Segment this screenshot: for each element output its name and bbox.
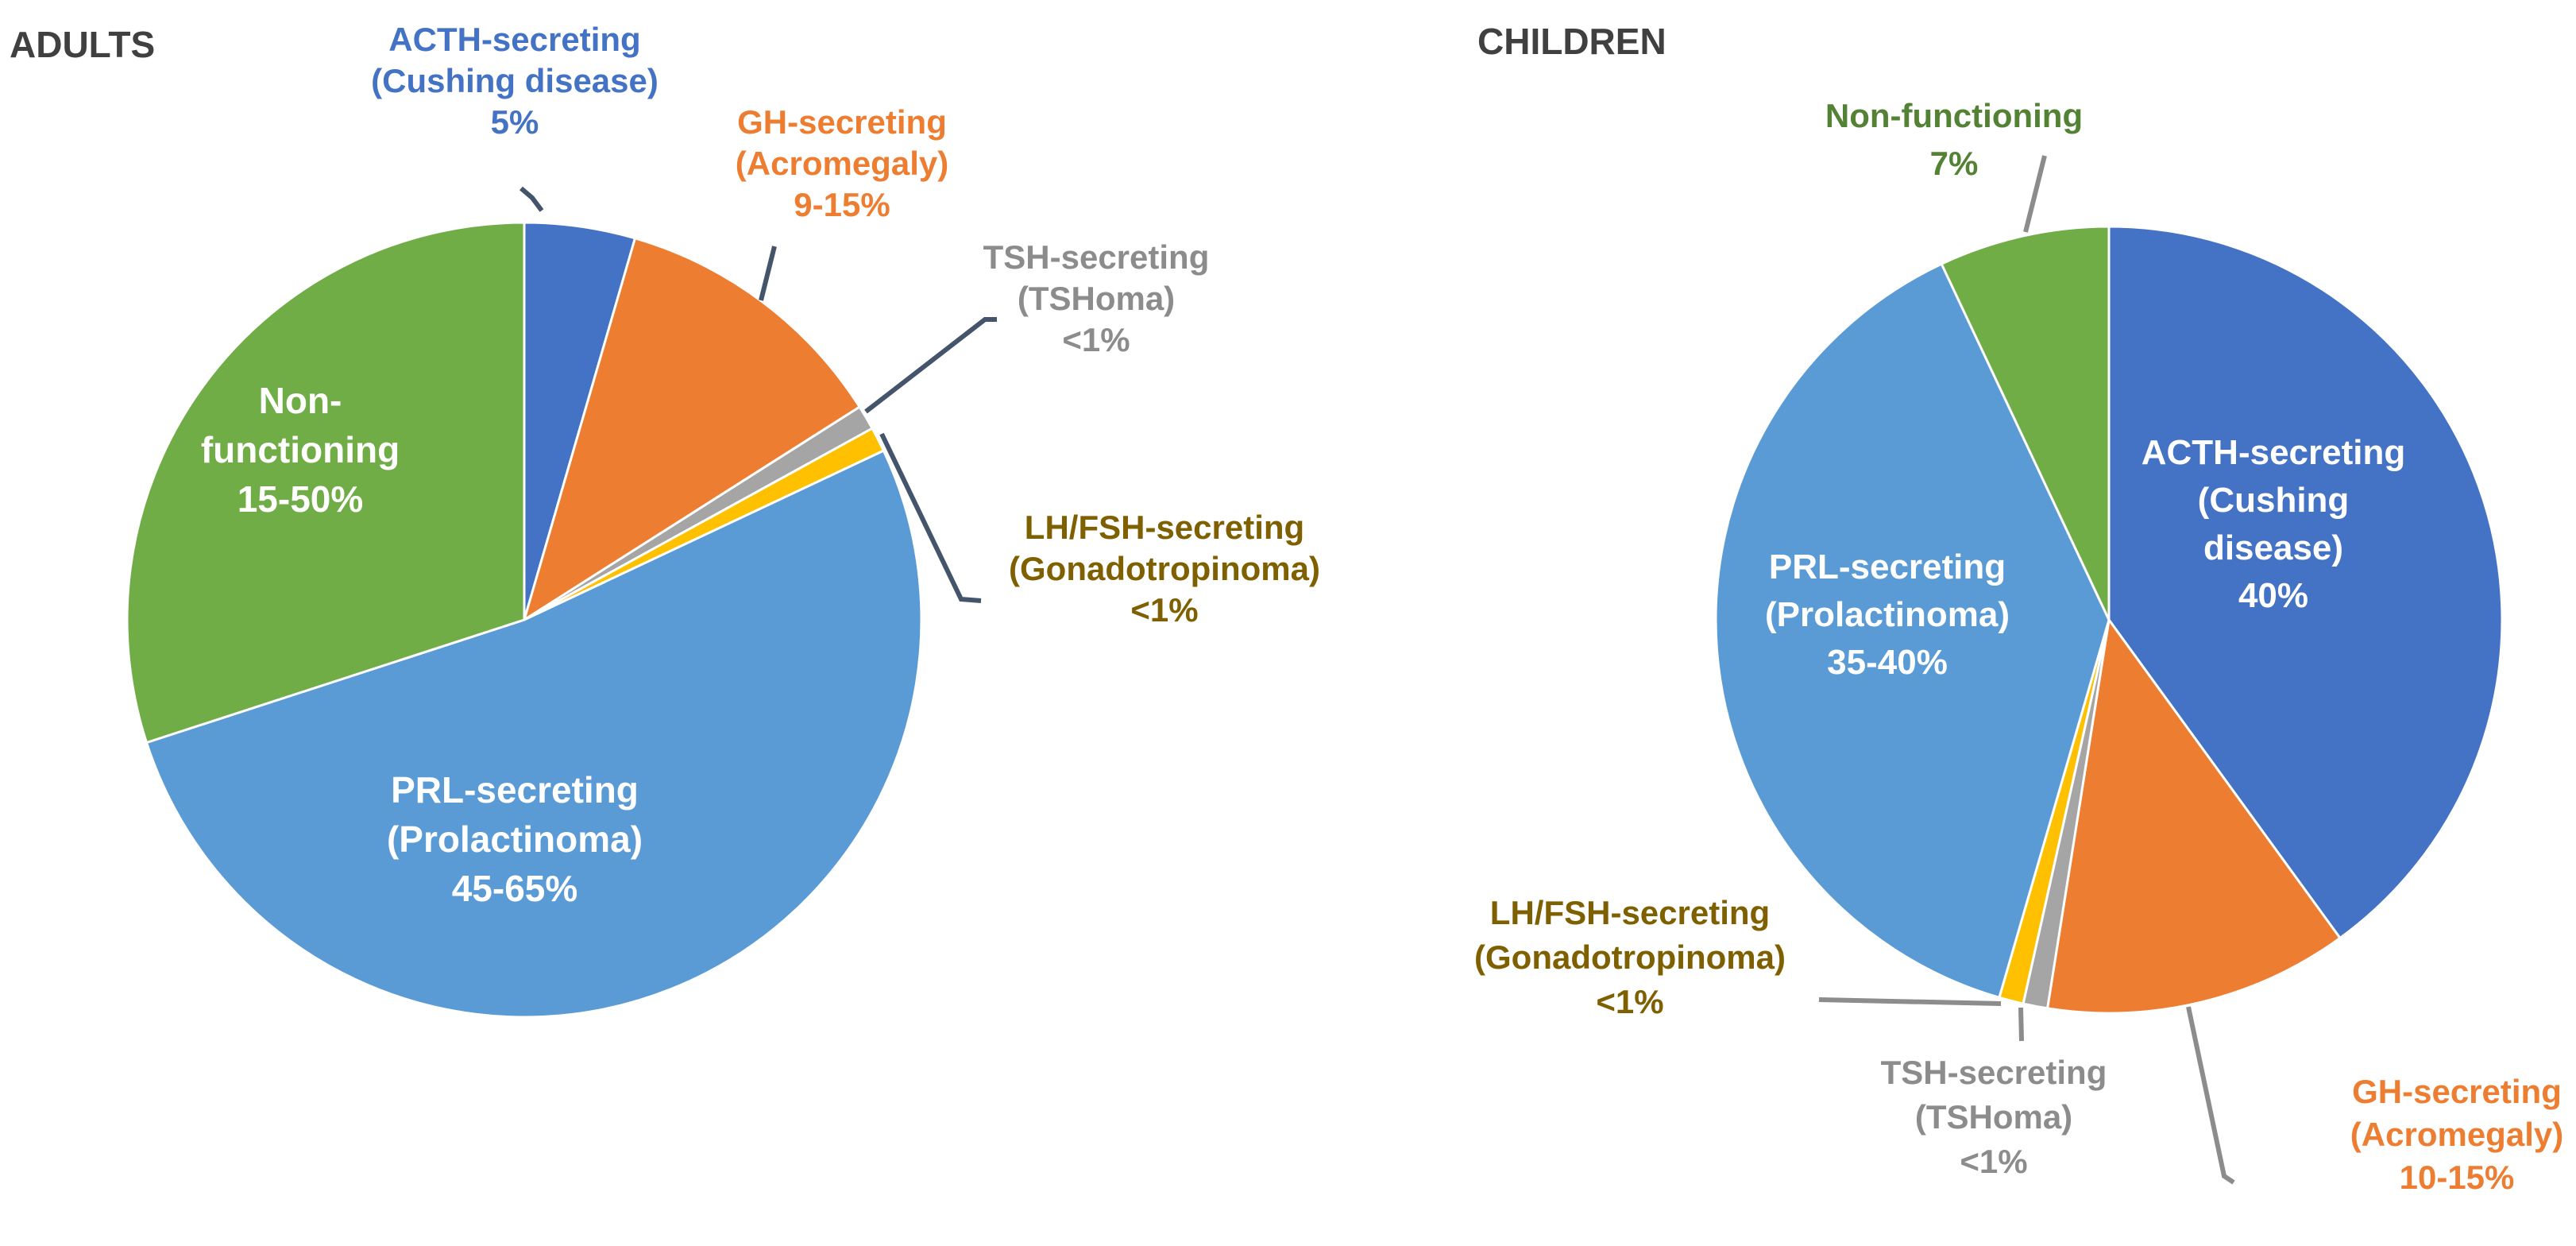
children-data-label-prl-line: (Prolactinoma) (1765, 595, 2010, 634)
children-leader-line-tsh (2018, 1007, 2024, 1042)
children-pie: ACTH-secreting (Cushing disease) 40% GH-secr… (1474, 97, 2563, 1196)
children-leader-line-lhfsh (1818, 997, 2002, 1006)
children-data-label-prl: PRL-secreting (Prolactinoma) 35-40% (1765, 548, 2010, 682)
adults-data-label-tsh-line: TSH-secreting (983, 238, 1210, 276)
adults-data-label-nf: Non-functioning 15-50% (201, 380, 400, 520)
adults-data-label-prl-line: 45-65% (452, 868, 578, 909)
adults-data-label-acth-line: ACTH-secreting (388, 21, 640, 58)
adults-data-label-tsh: TSH-secreting (TSHoma) <1% (983, 238, 1210, 358)
adults-data-label-acth-line: 5% (491, 103, 539, 141)
adults-data-label-lhfsh-line: <1% (1130, 591, 1198, 629)
children-data-label-gh-line: GH-secreting (2352, 1073, 2562, 1110)
adults-slice-nf (126, 221, 526, 745)
children-data-label-acth-line: disease) (2203, 528, 2343, 567)
children-data-label-tsh-line: TSH-secreting (1881, 1054, 2107, 1091)
children-chart-title: CHILDREN (1477, 21, 1666, 62)
children-data-label-tsh-line: (TSHoma) (1915, 1098, 2072, 1136)
children-data-label-acth-line: ACTH-secreting (2142, 433, 2406, 472)
adults-leader-line-acth (519, 186, 544, 212)
adults-slice-gh (522, 236, 862, 623)
children-data-label-gh-line: 10-15% (2400, 1159, 2515, 1196)
children-data-label-acth-line: 40% (2238, 576, 2308, 615)
children-data-label-lhfsh-line: <1% (1596, 983, 1663, 1020)
children-data-label-nf: Non-functioning 7% (1825, 97, 2083, 182)
adults-data-label-lhfsh: LH/FSH-secreting (Gonadotropinoma) <1% (1009, 509, 1320, 629)
children-data-label-tsh-line: <1% (1960, 1143, 2027, 1180)
adults-data-label-gh-line: 9-15% (794, 186, 890, 223)
children-leader-line-gh (2186, 1006, 2235, 1185)
children-data-label-nf-line: 7% (1930, 145, 1979, 182)
adults-chart-title: ADULTS (10, 24, 155, 65)
adults-data-label-nf-line: functioning (201, 429, 400, 470)
adults-pie: ACTH-secreting (Cushing disease) 5% GH-secr… (126, 21, 1320, 1019)
children-slice-acth (2107, 225, 2504, 940)
adults-leader-line-lhfsh (879, 432, 982, 603)
adults-data-label-prl-line: PRL-secreting (391, 769, 639, 811)
children-data-label-prl-line: 35-40% (1827, 643, 1948, 682)
adults-data-label-lhfsh-line: (Gonadotropinoma) (1009, 550, 1320, 587)
adults-data-label-prl-line: (Prolactinoma) (387, 818, 643, 860)
children-slice-prl (1714, 262, 2111, 1000)
adults-data-label-nf-line: Non- (259, 380, 342, 421)
children-leader-line-nf (2023, 155, 2047, 233)
children-data-label-prl-line: PRL-secreting (1769, 548, 2006, 586)
adults-leader-line-tsh (864, 317, 997, 414)
children-data-label-gh: GH-secreting (Acromegaly) 10-15% (2350, 1073, 2563, 1196)
children-data-label-lhfsh-line: (Gonadotropinoma) (1474, 938, 1786, 976)
children-data-label-nf-line: Non-functioning (1825, 97, 2083, 134)
adults-data-label-prl: PRL-secreting (Prolactinoma) 45-65% (387, 769, 643, 909)
adults-data-label-gh: GH-secreting (Acromegaly) 9-15% (736, 103, 948, 223)
children-slice-nf (1940, 225, 2111, 621)
adults-data-label-gh-line: (Acromegaly) (736, 145, 948, 182)
adults-data-label-tsh-line: <1% (1062, 321, 1130, 358)
adults-leader-line-gh (759, 246, 777, 301)
children-data-label-lhfsh-line: LH/FSH-secreting (1490, 894, 1770, 931)
children-data-label-lhfsh: LH/FSH-secreting (Gonadotropinoma) <1% (1474, 894, 1786, 1020)
children-slice-gh (2045, 617, 2342, 1015)
adults-data-label-gh-line: GH-secreting (737, 103, 947, 141)
adults-data-label-acth-line: (Cushing disease) (371, 62, 658, 99)
children-data-label-acth-line: (Cushing (2198, 481, 2350, 520)
children-data-label-acth: ACTH-secreting (Cushing disease) 40% (2142, 433, 2406, 615)
children-data-label-gh-line: (Acromegaly) (2350, 1116, 2563, 1153)
adults-data-label-acth: ACTH-secreting (Cushing disease) 5% (371, 21, 658, 141)
adults-data-label-tsh-line: (TSHoma) (1018, 280, 1175, 317)
adults-slice-prl (145, 449, 923, 1019)
adults-data-label-lhfsh-line: LH/FSH-secreting (1025, 509, 1304, 546)
children-data-label-tsh: TSH-secreting (TSHoma) <1% (1881, 1054, 2107, 1180)
adults-data-label-nf-line: 15-50% (238, 478, 364, 520)
